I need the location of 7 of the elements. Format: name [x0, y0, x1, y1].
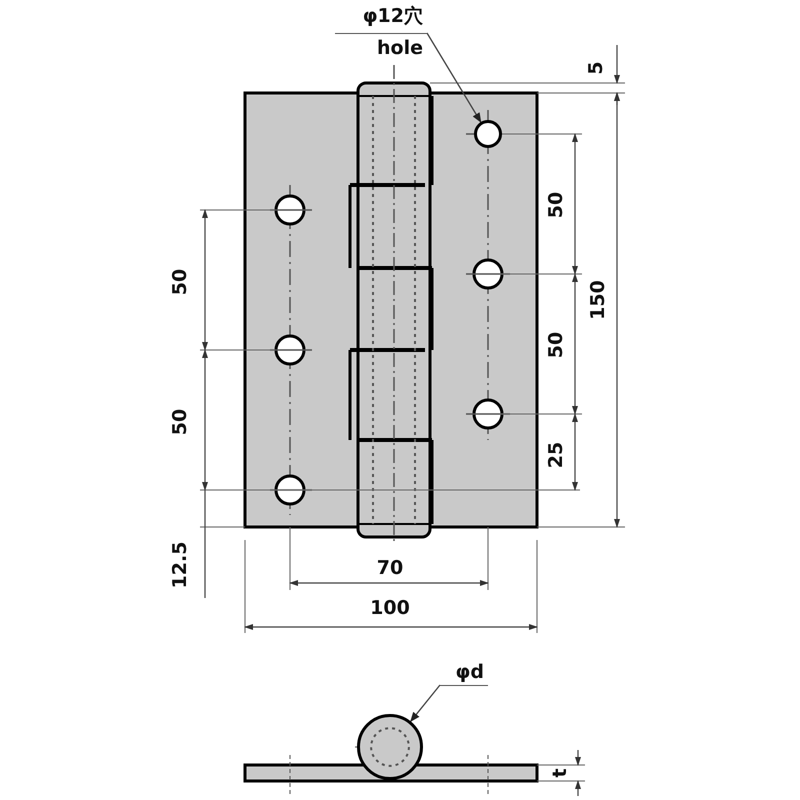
callout-label: φ12穴	[362, 4, 423, 28]
leader-line	[410, 684, 440, 722]
leader-line	[426, 32, 482, 123]
callout-label: hole	[377, 36, 423, 60]
callout-label: φd	[456, 660, 484, 684]
knuckle-section	[357, 714, 423, 780]
screw-hole	[474, 120, 502, 148]
